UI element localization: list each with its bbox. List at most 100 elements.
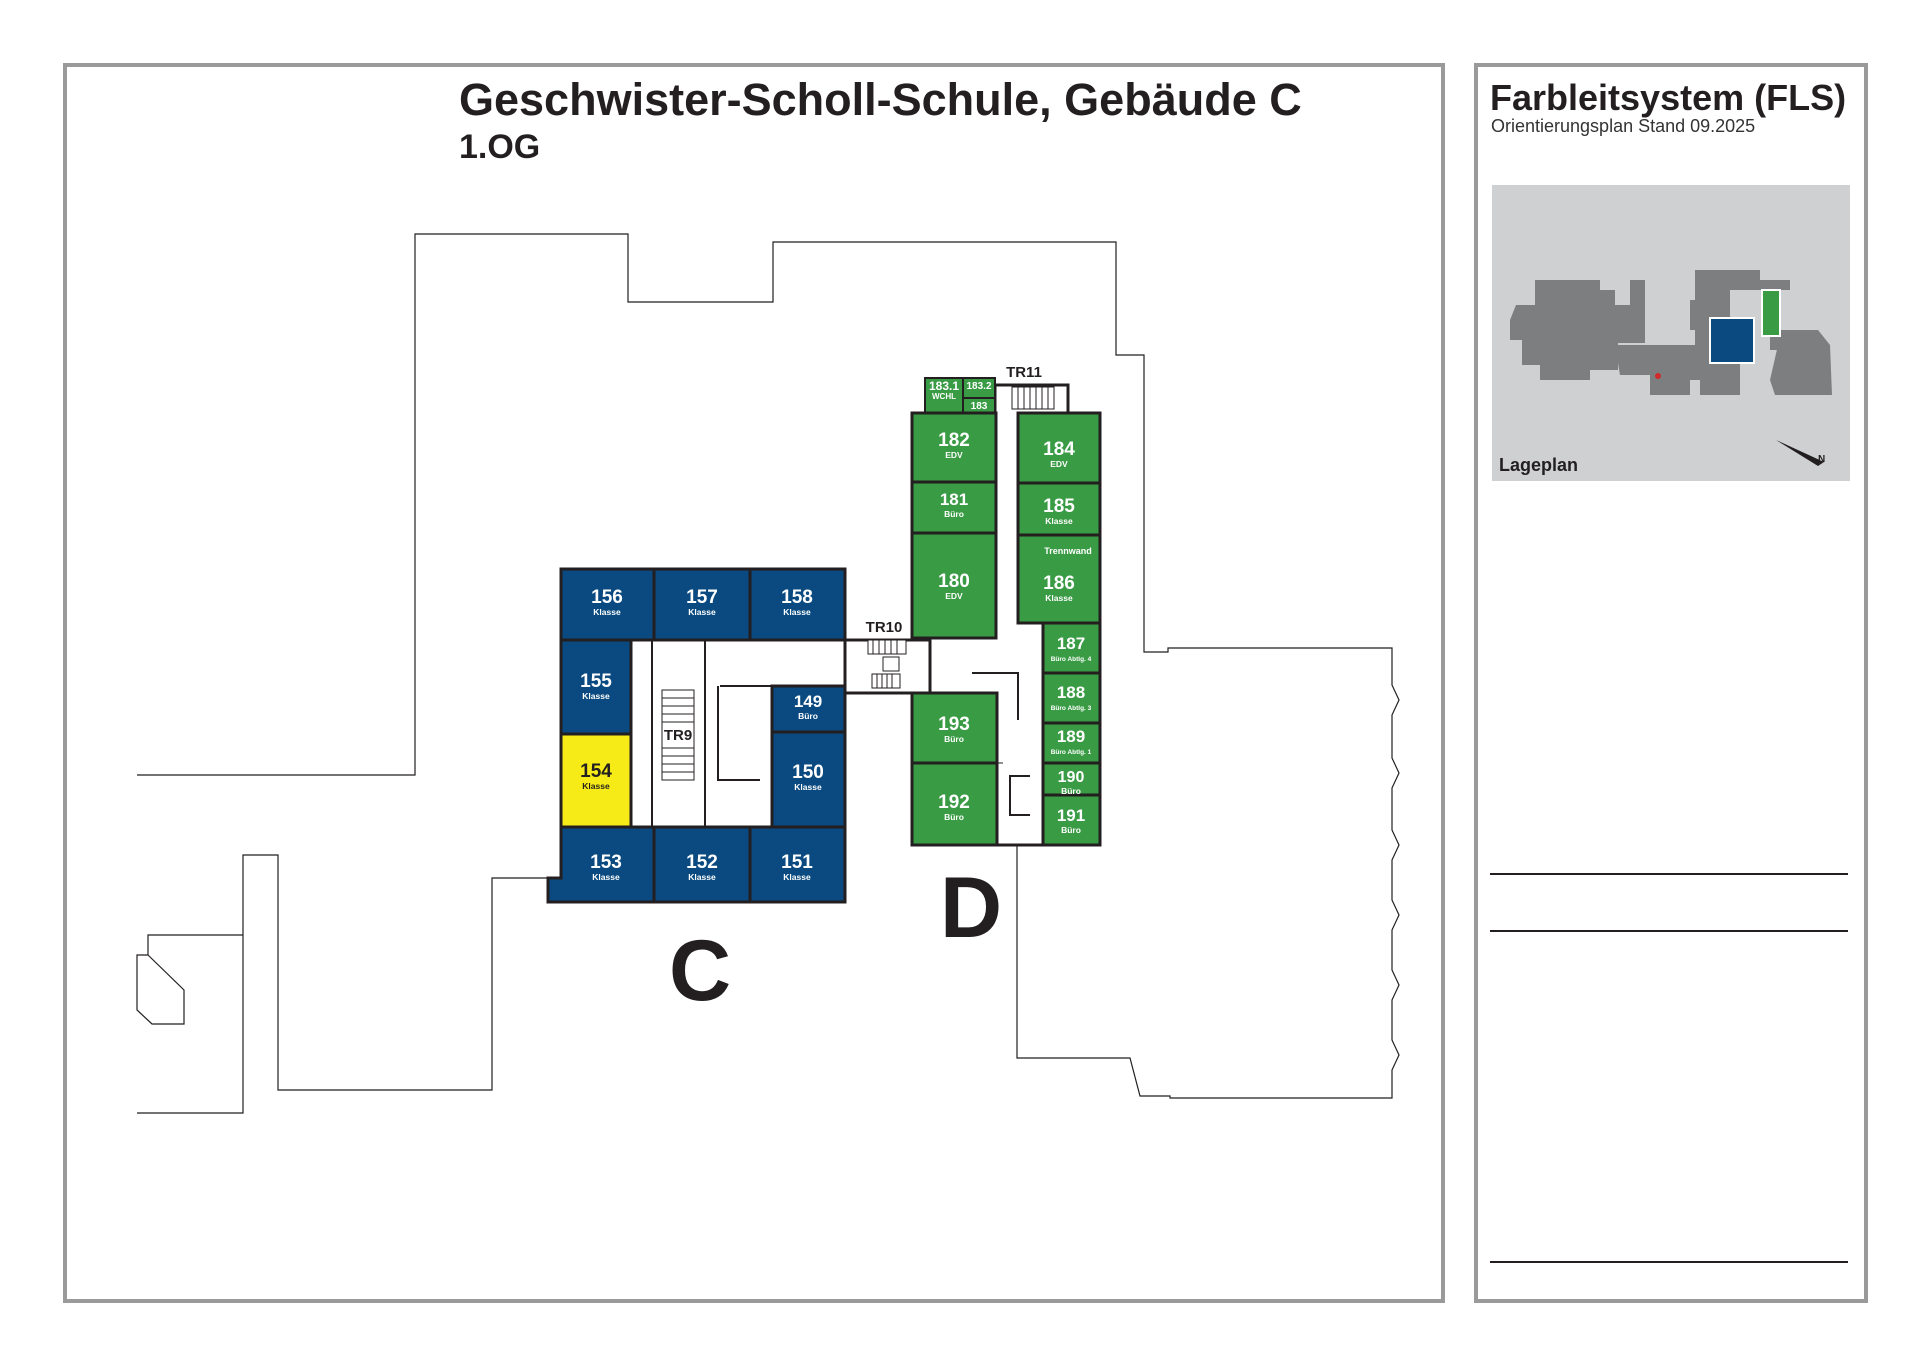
wing-c-label: C xyxy=(669,923,731,1019)
room-number-182: 182 xyxy=(938,430,970,451)
svg-text:N: N xyxy=(1818,454,1825,465)
site-plan-label: Lageplan xyxy=(1499,455,1579,475)
room-type-187: Büro Abtlg. 4 xyxy=(1051,656,1092,663)
room-number-183-1: 183.1 xyxy=(929,379,959,393)
outline-annex xyxy=(136,934,243,1025)
stair-tr11 xyxy=(1011,386,1055,410)
room-number-154: 154 xyxy=(580,761,612,782)
room-type-150: Klasse xyxy=(794,782,822,792)
campus-outline xyxy=(136,233,1400,1114)
room-type-189: Büro Abtlg. 1 xyxy=(1051,749,1092,756)
site-plan-you-are-here xyxy=(1655,373,1661,379)
note-line-3 xyxy=(1490,1261,1848,1263)
room-192[interactable] xyxy=(910,761,999,847)
room-number-181: 181 xyxy=(940,490,968,509)
room-number-151: 151 xyxy=(781,852,813,873)
legend-title: Farbleitsystem (FLS) xyxy=(1490,77,1847,118)
room-number-193: 193 xyxy=(938,714,970,735)
room-number-191: 191 xyxy=(1057,806,1085,825)
room-191[interactable] xyxy=(1041,793,1102,847)
stair-tr10-steps xyxy=(872,640,898,654)
stair-tr9-label: TR9 xyxy=(664,727,692,744)
wing-d-label: D xyxy=(940,860,1002,956)
room-labels: 156Klasse157Klasse158Klasse155Klasse154K… xyxy=(580,379,1092,882)
room-number-152: 152 xyxy=(686,852,718,873)
room-number-185: 185 xyxy=(1043,496,1075,517)
wing-c-inner-walls xyxy=(651,640,772,827)
room-number-180: 180 xyxy=(938,571,970,592)
room-type-153: Klasse xyxy=(592,872,620,882)
room-155[interactable] xyxy=(559,638,633,736)
room-type-156: Klasse xyxy=(593,607,621,617)
room-number-149: 149 xyxy=(794,692,822,711)
stair-tr11-label: TR11 xyxy=(1006,364,1042,381)
room-type-190: Büro xyxy=(1061,786,1081,796)
room-type-182: EDV xyxy=(945,450,963,460)
room-151[interactable] xyxy=(748,825,847,904)
room-number-150: 150 xyxy=(792,762,824,783)
room-type-184: EDV xyxy=(1050,459,1068,469)
room-182[interactable] xyxy=(910,411,998,484)
outline-north xyxy=(137,233,1400,1099)
room-type-180: EDV xyxy=(945,591,963,601)
room-type-191: Büro xyxy=(1061,825,1081,835)
wing-d-inner-walls xyxy=(972,413,1030,816)
stair-tr9-steps xyxy=(662,697,694,773)
room-154[interactable] xyxy=(559,732,633,829)
site-plan-building-d xyxy=(1761,289,1781,337)
room-185[interactable] xyxy=(1016,481,1102,537)
room-number-184: 184 xyxy=(1043,439,1075,460)
legend-subtitle: Orientierungsplan Stand 09.2025 xyxy=(1491,116,1756,136)
room-type-152: Klasse xyxy=(688,872,716,882)
wing-d xyxy=(910,377,1102,847)
room-193[interactable] xyxy=(910,691,999,765)
room-type-188: Büro Abtlg. 3 xyxy=(1051,705,1092,712)
page-title: Geschwister-Scholl-Schule, Gebäude C xyxy=(459,74,1302,125)
note-line-2 xyxy=(1490,930,1848,932)
site-plan-buildings xyxy=(1510,270,1832,395)
room-number-188: 188 xyxy=(1057,683,1085,702)
stair-tr10 xyxy=(867,639,907,655)
room-number-189: 189 xyxy=(1057,727,1085,746)
room-type-186: Klasse xyxy=(1045,593,1073,603)
room-number-153: 153 xyxy=(590,852,622,873)
note-line-1 xyxy=(1490,873,1848,875)
elevator-icon xyxy=(882,656,900,672)
room-number-187: 187 xyxy=(1057,634,1085,653)
site-plan-map: N xyxy=(1492,185,1850,481)
room-type-193: Büro xyxy=(944,734,964,744)
room-186[interactable] xyxy=(1016,533,1102,625)
room-number-190: 190 xyxy=(1058,769,1085,786)
room-type-185: Klasse xyxy=(1045,516,1073,526)
room-149[interactable] xyxy=(770,684,847,734)
room-type-151: Klasse xyxy=(783,872,811,882)
room-number-192: 192 xyxy=(938,792,970,813)
site-plan-building-c xyxy=(1709,317,1755,364)
plan-labels: C D TR9 TR10 TR11 Trennwand xyxy=(664,364,1092,1019)
stair-tr10-lower-steps xyxy=(876,674,893,688)
connector-tr10 xyxy=(843,638,932,695)
room-number-183-2: 183.2 xyxy=(966,381,991,392)
floor-label: 1.OG xyxy=(459,128,541,166)
outline-southwest xyxy=(137,854,553,1114)
room-number-158: 158 xyxy=(781,587,813,608)
room-type-149: Büro xyxy=(798,711,818,721)
room-type-192: Büro xyxy=(944,812,964,822)
stair-tr10-lower xyxy=(871,673,901,689)
room-type-157: Klasse xyxy=(688,607,716,617)
partition-label: Trennwand xyxy=(1044,546,1092,556)
stair-tr9 xyxy=(661,689,695,781)
north-arrow-icon: N xyxy=(1776,440,1825,466)
room-150[interactable] xyxy=(770,730,847,829)
stair-tr11-steps xyxy=(1017,387,1049,409)
room-type-183-1: WCHL xyxy=(932,392,956,401)
room-180[interactable] xyxy=(910,531,998,640)
room-type-181: Büro xyxy=(944,509,964,519)
room-number-155: 155 xyxy=(580,671,612,692)
wing-c xyxy=(546,567,847,904)
room-type-158: Klasse xyxy=(783,607,811,617)
room-number-183: 183 xyxy=(971,401,988,412)
room-number-156: 156 xyxy=(591,587,623,608)
room-158[interactable] xyxy=(748,567,847,642)
